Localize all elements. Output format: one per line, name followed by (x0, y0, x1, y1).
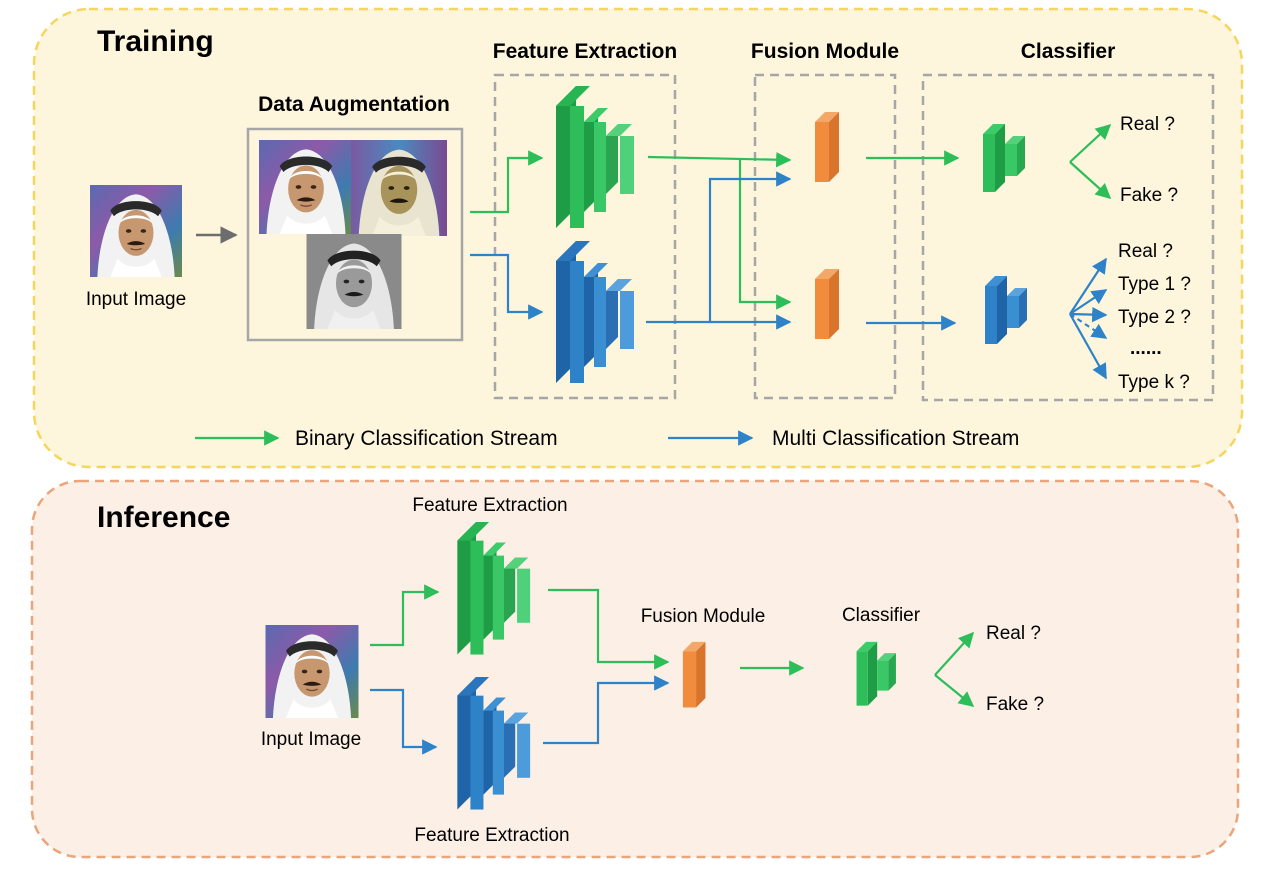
inference-input-image (265, 625, 359, 718)
training-input-image (89, 185, 183, 277)
multi-output-ellipsis: ...... (1130, 338, 1162, 359)
inference-panel-bg (30, 479, 1240, 859)
green-cnn-to-fusion-bottom-arrow (738, 158, 792, 310)
inference-blue-arrows (370, 675, 670, 755)
legend-multi-label: Multi Classification Stream (772, 427, 1019, 450)
inf-input-to-blue-cnn-arrow (370, 688, 438, 755)
classifier-to-real-arrow (1069, 123, 1112, 163)
multi-to-type1-arrow (1069, 289, 1108, 315)
inference-feature-extraction-top-label: Feature Extraction (412, 495, 567, 516)
augmented-face-3 (306, 234, 402, 329)
inference-output-real: Real ? (986, 623, 1041, 644)
training-input-label: Input Image (86, 289, 186, 310)
augmented-face-1 (259, 140, 353, 234)
inference-green-arrows (370, 584, 975, 707)
aug-to-blue-cnn-arrow (470, 253, 544, 320)
training-fusion-top-icon (815, 112, 839, 182)
inference-title: Inference (97, 501, 230, 534)
inf-green-cnn-to-fusion-arrow (548, 588, 670, 670)
multi-to-type2-arrow (1069, 306, 1108, 323)
multi-to-real-arrow (1069, 257, 1107, 315)
inference-input-label: Input Image (261, 729, 361, 750)
data-augmentation-title: Data Augmentation (258, 93, 450, 116)
blue-cnn-to-fusion-top-arrow (708, 171, 792, 322)
binary-output-real: Real ? (1120, 114, 1175, 135)
multi-output-real: Real ? (1118, 241, 1173, 262)
multi-output-typek: Type k ? (1118, 372, 1190, 393)
multi-to-ellipsis-arrow (1069, 313, 1108, 339)
training-feature-extraction-title: Feature Extraction (493, 40, 677, 63)
inference-output-fake: Fake ? (986, 694, 1044, 715)
aug-to-green-cnn-arrow (470, 150, 544, 214)
training-classifier-title: Classifier (1021, 40, 1116, 63)
training-fusion-bottom-icon (815, 269, 839, 339)
fusion-module-box (753, 73, 897, 400)
classifier-to-fake-arrow (1069, 161, 1112, 200)
legend: Binary Classification Stream Multi Class… (195, 427, 1019, 450)
multi-output-type2: Type 2 ? (1118, 307, 1191, 328)
feature-extraction-box (493, 73, 677, 400)
classifier-box (921, 73, 1215, 402)
multi-stream-arrows (470, 171, 1108, 380)
inf-classifier-to-fake-arrow (934, 674, 975, 707)
data-augmentation-box (246, 127, 464, 342)
multi-output-type1: Type 1 ? (1118, 274, 1191, 295)
inf-classifier-to-real-arrow (934, 631, 975, 676)
augmented-face-2 (351, 140, 447, 236)
binary-output-fake: Fake ? (1120, 185, 1178, 206)
inference-fusion-icon (682, 641, 706, 708)
training-title: Training (97, 25, 214, 58)
training-fusion-module-title: Fusion Module (751, 40, 899, 63)
binary-stream-arrows (470, 123, 1112, 310)
training-panel-bg (32, 7, 1244, 469)
inference-panel: Inference Input Image Feature Extraction… (30, 479, 1240, 859)
training-panel: Training Input Image Data Augmentation F… (32, 7, 1244, 469)
inf-blue-cnn-to-fusion-arrow (543, 675, 670, 745)
multi-to-typek-arrow (1069, 313, 1107, 380)
green-cnn-to-fusion-top-arrow (647, 152, 792, 168)
inf-input-to-green-cnn-arrow (370, 584, 440, 647)
inference-classifier-label: Classifier (842, 605, 921, 626)
inference-feature-extraction-bottom-label: Feature Extraction (414, 825, 569, 846)
legend-binary-label: Binary Classification Stream (295, 427, 558, 450)
inference-fusion-module-label: Fusion Module (641, 606, 766, 627)
